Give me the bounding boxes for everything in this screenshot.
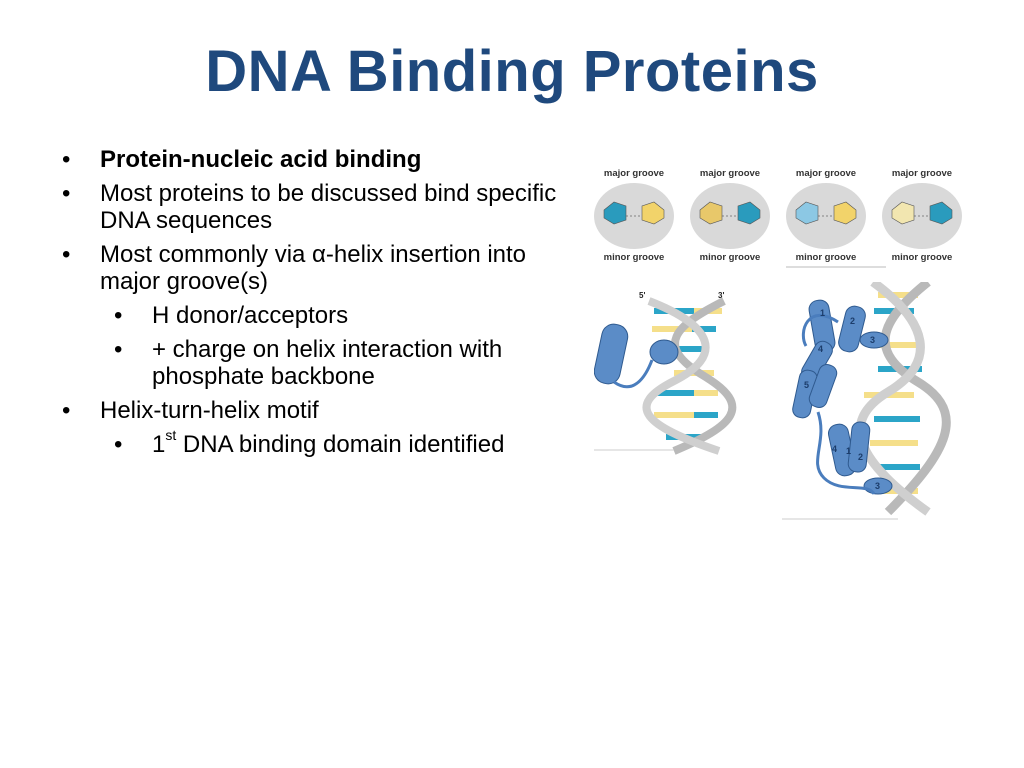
bullet-list: • Protein-nucleic acid binding • Most pr… — [56, 146, 566, 465]
base-ring — [795, 201, 819, 225]
helix-label: 5 — [804, 380, 809, 390]
strand-label-3: 3' — [718, 291, 724, 300]
bullet-text: Protein-nucleic acid binding — [100, 146, 422, 173]
base-pair-bar — [694, 390, 718, 396]
helix-label: 4 — [832, 444, 837, 454]
protein-helix-cylinders — [594, 323, 679, 389]
bullet-text: Most commonly via α-helix insertion into… — [100, 241, 527, 295]
bullet-dot: • — [114, 336, 123, 363]
dna-helix-right-figure: 1 2 3 4 5 1 2 3 4 — [778, 282, 958, 522]
minor-groove-label: minor groove — [604, 252, 665, 263]
bullet-dot: • — [62, 146, 71, 173]
base-pair-bar — [694, 412, 718, 418]
bullet-dot: • — [114, 431, 123, 458]
alpha-helix-cylinder — [649, 339, 679, 365]
bullet-item: • Helix-turn-helix motif — [56, 397, 566, 424]
minor-groove-label: minor groove — [892, 252, 953, 263]
minor-groove-label: minor groove — [700, 252, 761, 263]
sub-bullet-item: • H donor/acceptors — [56, 302, 566, 329]
base-pair-bar — [672, 346, 708, 352]
major-groove-label: major groove — [796, 168, 856, 179]
groove-diagrams-figure: major groove minor groove major groove mino… — [586, 166, 970, 272]
sub-bullet-item: • + charge on helix interaction with pho… — [56, 336, 566, 390]
dna-backbone — [855, 282, 931, 516]
bullet-dot: • — [114, 302, 123, 329]
base-ring — [641, 201, 665, 225]
bullet-dot: • — [62, 180, 71, 207]
helix-label: 3 — [870, 335, 875, 345]
base-ring — [891, 201, 915, 225]
dna-backbone — [880, 282, 951, 516]
bullet-text: Most proteins to be discussed bind speci… — [100, 180, 557, 234]
bullet-text: Helix-turn-helix motif — [100, 397, 319, 424]
dna-helix-right-svg: 1 2 3 4 5 1 2 3 4 — [782, 282, 951, 520]
base-ring — [833, 201, 857, 225]
major-groove-label: major groove — [700, 168, 760, 179]
protein-loop — [613, 359, 654, 389]
alpha-helix-cylinder — [859, 331, 889, 349]
groove-panel: major groove minor groove — [882, 168, 962, 263]
base-pair-bar — [654, 390, 694, 396]
alpha-helix-cylinder — [594, 323, 629, 385]
alpha-helix-cylinder — [838, 305, 866, 353]
minor-groove-label: minor groove — [796, 252, 857, 263]
strand-label-5: 5' — [639, 291, 645, 300]
alpha-helix-cylinder — [808, 364, 838, 408]
base-ring — [929, 201, 953, 225]
groove-panel: major groove minor groove — [594, 168, 674, 263]
helix-label: 4 — [818, 344, 823, 354]
base-ring — [699, 201, 723, 225]
bullet-dot: • — [62, 241, 71, 268]
bullet-text: H donor/acceptors — [152, 302, 349, 329]
helix-label: 2 — [850, 316, 855, 326]
bullet-text: 1st DNA binding domain identified — [152, 428, 505, 458]
groove-panel: major groove minor groove — [690, 168, 770, 263]
dna-helix-left-figure: 5' 3' — [594, 286, 744, 456]
bullet-item: • Protein-nucleic acid binding — [56, 146, 566, 173]
bullet-dot: • — [62, 397, 71, 424]
base-pair-bar — [652, 326, 692, 332]
ordinal-suffix: st — [165, 427, 177, 443]
bullet-item: • Most commonly via α-helix insertion in… — [56, 241, 566, 295]
helix-number-labels: 1 2 3 4 5 1 2 3 4 — [804, 308, 880, 491]
dna-backbone — [642, 297, 721, 455]
groove-panel: major groove minor groove — [786, 168, 866, 263]
bullet-number: 1 — [152, 431, 166, 458]
bullet-text-rest: DNA binding domain identified — [176, 431, 505, 458]
base-ring — [737, 201, 761, 225]
protein-helix-cylinders — [792, 299, 893, 495]
bullet-text: + charge on helix interaction with phosp… — [152, 336, 503, 390]
helix-label: 3 — [875, 481, 880, 491]
base-ring — [603, 201, 627, 225]
helix-label: 1 — [820, 308, 825, 318]
major-groove-label: major groove — [892, 168, 952, 179]
base-pair-bar — [654, 412, 694, 418]
helix-label: 2 — [858, 452, 863, 462]
groove-diagrams-svg: major groove minor groove major groove mino… — [586, 166, 970, 272]
bullet-item: • Most proteins to be discussed bind spe… — [56, 180, 566, 234]
sub-bullet-item: • 1st DNA binding domain identified — [56, 428, 566, 458]
major-groove-label: major groove — [604, 168, 664, 179]
dna-helix-left-svg: 5' 3' — [594, 291, 737, 455]
protein-loop — [801, 313, 876, 495]
helix-label: 1 — [846, 446, 851, 456]
alpha-helix-cylinder — [847, 421, 871, 473]
slide-title: DNA Binding Proteins — [205, 39, 819, 104]
base-pair-bar — [692, 326, 716, 332]
